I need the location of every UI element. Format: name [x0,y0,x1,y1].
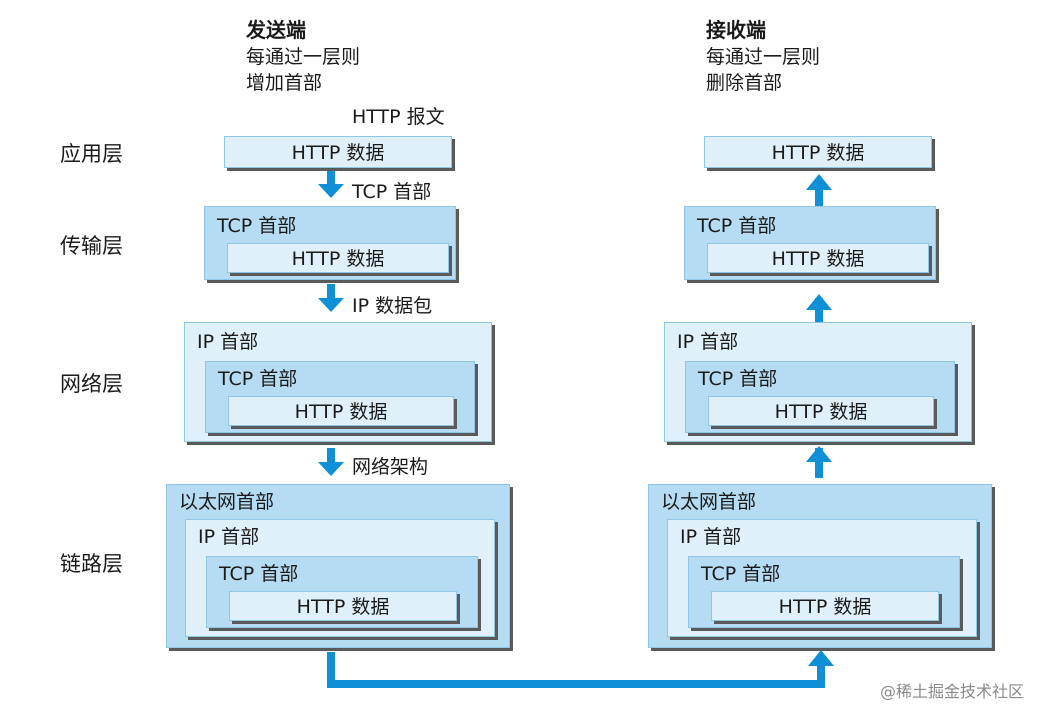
sender-link-http-data: HTTP 数据 [229,591,457,621]
sender-line1: 每通过一层则 [246,46,361,68]
receiver-title: 接收端 [706,18,766,42]
receiver-link-frame: 以太网首部 IP 首部 TCP 首部 HTTP 数据 [648,484,992,648]
receiver-link-ip-packet: IP 首部 TCP 首部 HTTP 数据 [667,519,977,637]
receiver-link-tcp-segment: TCP 首部 HTTP 数据 [688,556,960,628]
receiver-network-http-data: HTTP 数据 [708,396,934,426]
sender-title: 发送端 [246,18,306,42]
sender-app-http-data: HTTP 数据 [224,136,452,168]
label-ip-packet: IP 数据包 [352,295,433,317]
receiver-transport-http-data: HTTP 数据 [707,243,929,273]
layer-link: 链路层 [60,552,123,576]
receiver-network-packet: IP 首部 TCP 首部 HTTP 数据 [664,322,972,442]
sender-network-ip-header: IP 首部 [197,331,259,353]
sender-transport-tcp-header: TCP 首部 [217,215,297,237]
label-tcp-header: TCP 首部 [352,181,432,203]
receiver-line1: 每通过一层则 [706,46,821,68]
sender-network-tcp-segment: TCP 首部 HTTP 数据 [205,361,475,433]
layer-application: 应用层 [60,142,123,166]
sender-link-ethernet-header: 以太网首部 [179,491,275,513]
watermark: @稀土掘金技术社区 [880,682,1025,701]
sender-transport-http-data: HTTP 数据 [227,243,449,273]
receiver-transport-segment: TCP 首部 HTTP 数据 [684,206,936,280]
sender-link-tcp-segment: TCP 首部 HTTP 数据 [206,556,478,628]
receiver-transport-tcp-header: TCP 首部 [697,215,777,237]
receiver-link-ethernet-header: 以太网首部 [661,491,757,513]
layer-network: 网络层 [60,372,123,396]
label-http-message: HTTP 报文 [352,106,445,128]
label-network-frame: 网络架构 [352,456,429,478]
layer-transport: 传输层 [60,234,123,258]
receiver-link-http-data: HTTP 数据 [711,591,939,621]
sender-network-http-data: HTTP 数据 [228,396,454,426]
receiver-app-http-data: HTTP 数据 [704,136,932,168]
receiver-network-ip-header: IP 首部 [677,331,739,353]
sender-network-packet: IP 首部 TCP 首部 HTTP 数据 [184,322,492,442]
receiver-line2: 删除首部 [706,72,783,94]
receiver-network-tcp-segment: TCP 首部 HTTP 数据 [685,361,955,433]
sender-link-frame: 以太网首部 IP 首部 TCP 首部 HTTP 数据 [166,484,510,648]
sender-line2: 增加首部 [246,72,323,94]
sender-transport-segment: TCP 首部 HTTP 数据 [204,206,456,280]
sender-link-ip-packet: IP 首部 TCP 首部 HTTP 数据 [185,519,495,637]
